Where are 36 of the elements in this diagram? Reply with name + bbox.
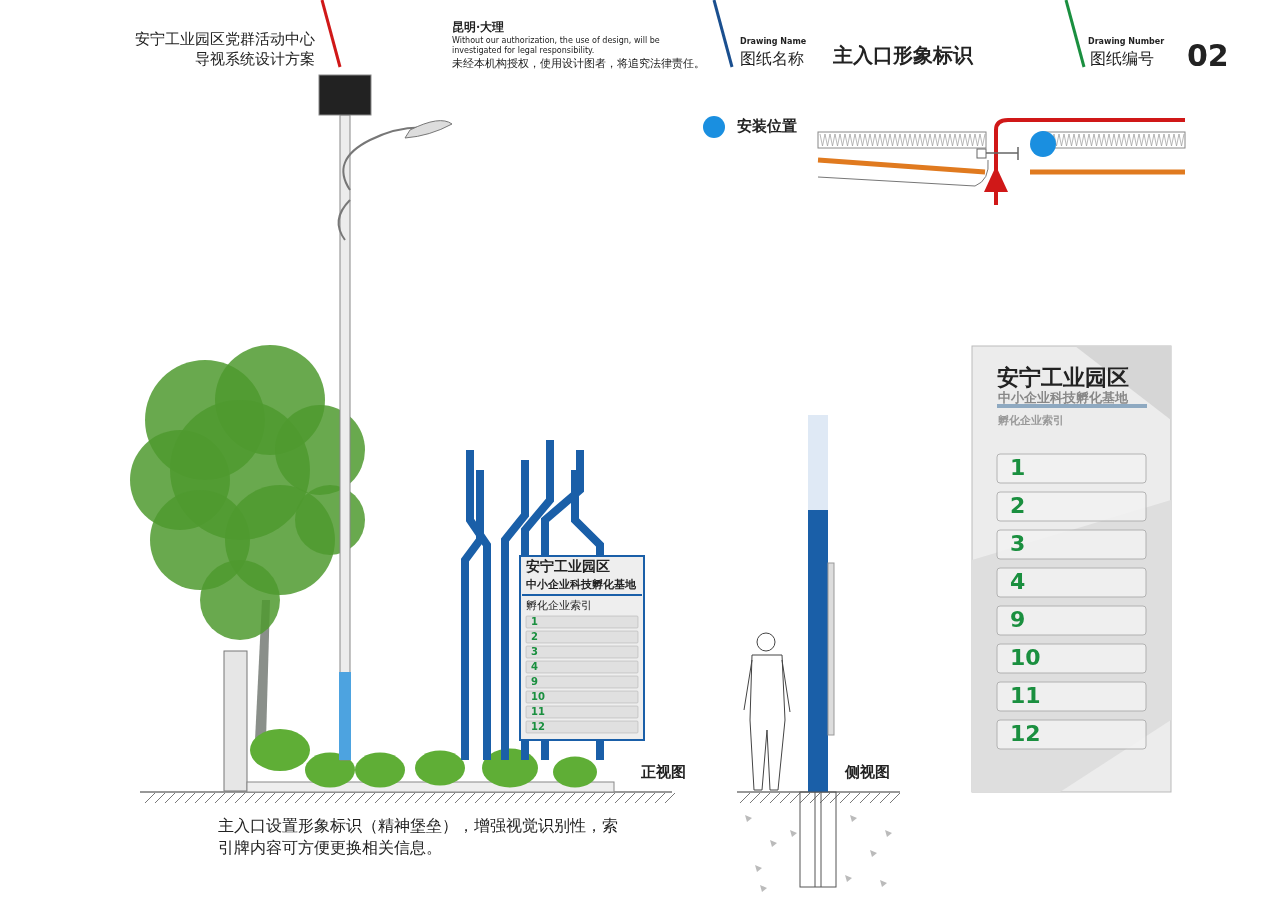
sign-subheading: 中小企业科技孵化基地 — [526, 578, 636, 592]
index-number: 11 — [1010, 683, 1041, 710]
sign-caption: 孵化企业索引 — [998, 414, 1064, 428]
field-caption: Drawing Name — [740, 37, 807, 47]
index-number: 1 — [531, 616, 538, 628]
index-number: 9 — [1010, 607, 1026, 634]
sign-heading: 安宁工业园区 — [997, 365, 1129, 391]
view-title: 侧视图 — [845, 763, 890, 781]
index-number: 11 — [531, 706, 545, 718]
field-caption: Drawing Number — [1088, 37, 1165, 47]
index-number: 1 — [1010, 455, 1026, 482]
copyright-notice: 未经本机构授权，使用设计图者，将追究法律责任。 — [452, 57, 705, 71]
sign-subheading: 中小企业科技孵化基地 — [998, 390, 1128, 405]
project-title: 安宁工业园区党群活动中心导视系统设计方案 — [134, 30, 315, 69]
index-number: 2 — [531, 631, 538, 643]
drawing-number: 02 — [1187, 38, 1229, 74]
index-number: 2 — [1010, 493, 1026, 520]
drawing-name: 主入口形象标识 — [833, 43, 973, 67]
index-number: 10 — [531, 691, 545, 703]
index-number: 3 — [1010, 531, 1026, 558]
sign-caption: 孵化企业索引 — [526, 599, 592, 613]
field-caption: 图纸编号 — [1090, 49, 1154, 69]
index-number: 10 — [1010, 645, 1041, 672]
index-number: 4 — [1010, 569, 1026, 596]
index-number: 12 — [531, 721, 545, 733]
view-title: 正视图 — [641, 763, 686, 781]
place-name: 昆明·大理 — [452, 20, 505, 35]
caption-text: 主入口设置形象标识（精神堡垒），增强视觉识别性，索引牌内容可方便更换相关信息。 — [218, 816, 619, 860]
sign-heading: 安宁工业园区 — [526, 558, 610, 575]
index-number: 9 — [531, 676, 538, 688]
field-caption: 图纸名称 — [740, 49, 804, 69]
index-number: 4 — [531, 661, 538, 673]
index-number: 12 — [1010, 721, 1041, 748]
index-number: 3 — [531, 646, 538, 658]
legend-label: 安装位置 — [737, 117, 797, 135]
copyright-notice: Without our authorization, the use of design, will be investigated for legal responsibility. — [452, 36, 661, 56]
